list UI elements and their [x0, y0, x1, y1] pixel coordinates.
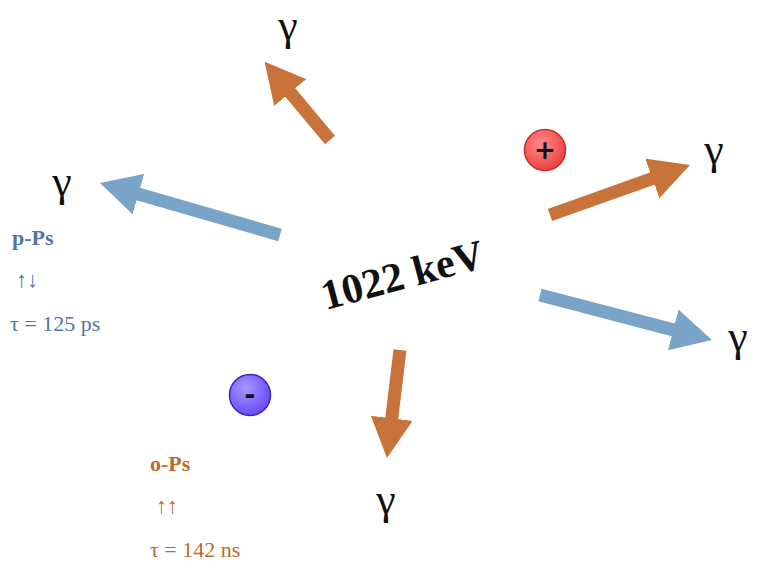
photon-label-holder: γ: [728, 313, 747, 361]
photon-label-holder: γ: [704, 126, 723, 174]
state-name-holder: o-Ps: [150, 452, 190, 476]
photon-arrow: [540, 295, 675, 330]
charge-sign: -: [245, 382, 256, 408]
positron-circle: +: [523, 128, 567, 172]
photon-label: γ: [376, 476, 395, 524]
photon-label: γ: [704, 126, 723, 174]
lifetime-label: τ = 125 ps: [10, 312, 100, 336]
energy-burst: 1022 keV: [200, 55, 604, 495]
orbit-ring: [153, 99, 678, 451]
lifetime-label-holder: τ = 142 ns: [150, 538, 240, 562]
orbit-sketch-line: [149, 107, 676, 448]
state-name: o-Ps: [150, 452, 190, 476]
electron-circle: -: [228, 373, 272, 417]
burst-shape: [203, 68, 602, 488]
spin-arrows: ↑↓: [16, 268, 38, 292]
photon-label: γ: [728, 313, 747, 361]
energy-label: 1022 keV: [316, 233, 488, 317]
photon-label-holder: γ: [52, 158, 71, 206]
state-name-holder: p-Ps: [12, 226, 54, 250]
spin-arrows-holder: ↑↓: [16, 268, 38, 292]
photon-arrow: [550, 178, 654, 215]
photon-label: γ: [278, 2, 297, 50]
lifetime-label-holder: τ = 125 ps: [10, 312, 100, 336]
lifetime-label: τ = 142 ns: [150, 538, 240, 562]
photon-arrow: [137, 194, 281, 236]
photon-label-holder: γ: [278, 2, 297, 50]
photon-arrow: [289, 91, 330, 140]
photon-label: γ: [52, 158, 71, 206]
spin-arrows-holder: ↑↑: [156, 494, 178, 518]
spin-arrows: ↑↑: [156, 494, 178, 518]
photon-label-holder: γ: [376, 476, 395, 524]
particle-circle: [525, 130, 566, 171]
charge-sign: +: [534, 137, 556, 163]
state-name: p-Ps: [12, 226, 54, 250]
particle-circle: [230, 375, 271, 416]
photon-arrow: [392, 350, 401, 420]
